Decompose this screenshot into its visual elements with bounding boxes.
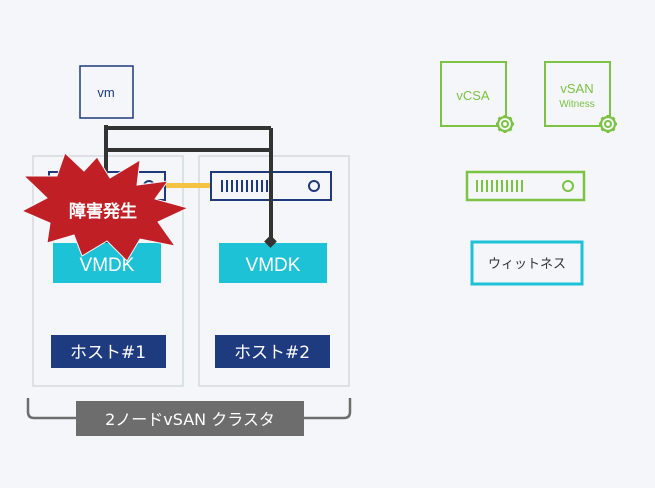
vmdk-2-label: VMDK — [246, 255, 301, 276]
host-2-label: ホスト#2 — [234, 343, 310, 363]
vsan-gear-icon — [599, 115, 617, 133]
witness-server-icon — [465, 170, 586, 202]
vmdk-1-label: VMDK — [80, 255, 135, 276]
cluster-label-box: 2ノードvSAN クラスタ — [76, 401, 304, 436]
connector-end-marker — [264, 235, 277, 248]
host-2-frame — [198, 155, 350, 387]
vmdk-1: VMDK — [53, 243, 161, 283]
vm-label: vm — [97, 85, 114, 100]
vcsa-appliance: vCSA — [440, 61, 507, 127]
witness-box: ウィットネス — [470, 240, 584, 286]
interconnect-line — [165, 183, 214, 188]
host-1-label-box: ホスト#1 — [51, 335, 166, 368]
vcsa-gear-icon — [496, 115, 514, 133]
host-2-label-box: ホスト#2 — [215, 335, 330, 368]
cluster-bracket — [26, 398, 352, 420]
witness-sub-label: Witness — [559, 99, 595, 110]
host-1-label: ホスト#1 — [70, 343, 146, 363]
vm-node: vm — [79, 65, 134, 119]
failure-label: 障害発生 — [69, 201, 137, 222]
vcsa-label: vCSA — [456, 88, 490, 103]
vmdk-2: VMDK — [219, 243, 327, 283]
cluster-label: 2ノードvSAN クラスタ — [105, 410, 275, 429]
witness-label: ウィットネス — [488, 257, 566, 272]
vsan-witness-appliance: vSAN Witness — [544, 61, 611, 127]
vsan-label: vSAN — [560, 81, 593, 96]
failure-burst: 障害発生 — [20, 152, 190, 262]
